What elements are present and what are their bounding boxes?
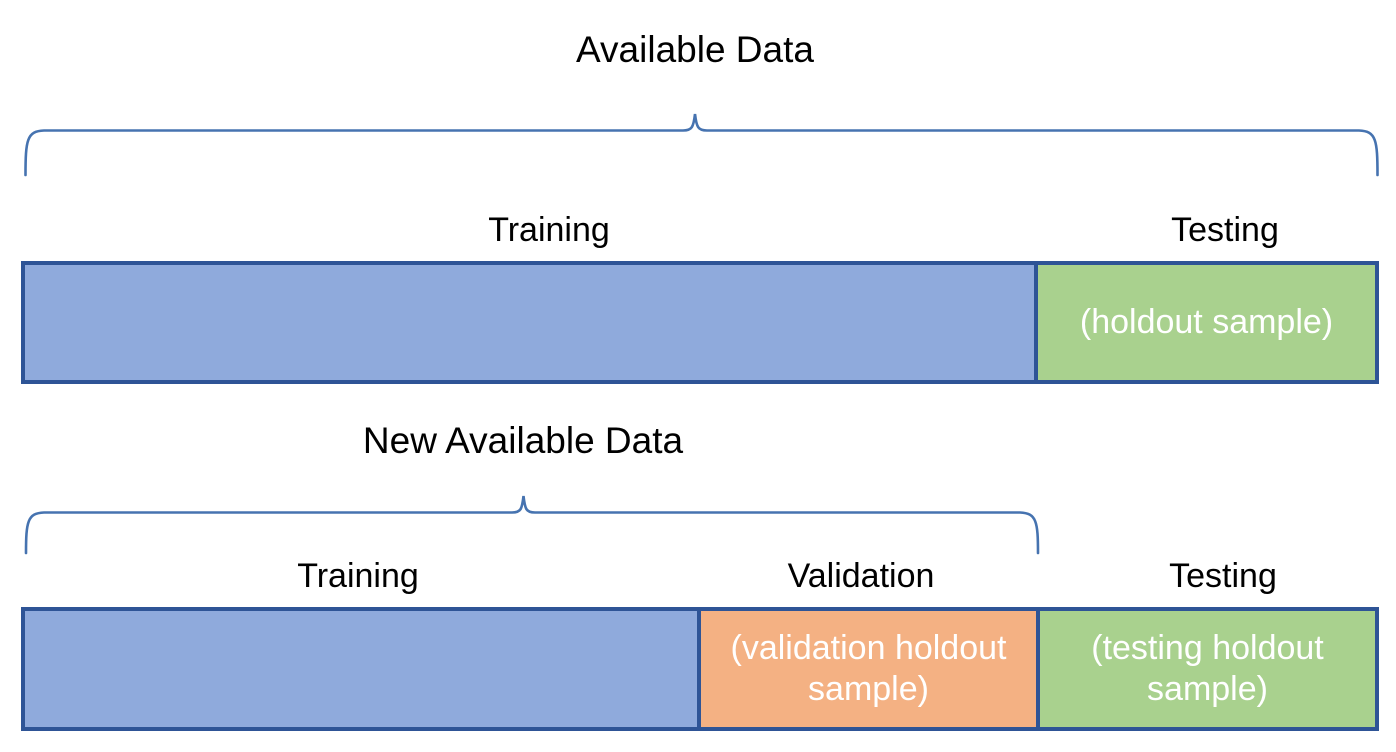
segment-validation-row2-label: (validation holdout sample) xyxy=(730,628,1007,708)
segment-testing-row2-label: (testing holdout sample) xyxy=(1091,628,1324,708)
segment-training-row2[interactable] xyxy=(21,607,701,731)
data-split-bar-row2: (validation holdout sample) (testing hol… xyxy=(21,607,1379,731)
segment-testing-row1[interactable]: (holdout sample) xyxy=(1034,261,1379,384)
new-available-data-title: New Available Data xyxy=(362,420,684,461)
available-data-title: Available Data xyxy=(576,29,814,70)
segment-testing-row1-label: (holdout sample) xyxy=(1079,302,1334,341)
caption-training-row1: Training xyxy=(488,211,610,249)
caption-training-row2: Training xyxy=(297,557,419,595)
data-split-bar-row1: (holdout sample) xyxy=(21,261,1379,384)
brace-available-data xyxy=(24,113,1379,177)
brace-new-available-data xyxy=(24,495,1040,555)
caption-validation-row2: Validation xyxy=(787,557,935,595)
caption-testing-row1: Testing xyxy=(1171,211,1279,249)
segment-validation-row2[interactable]: (validation holdout sample) xyxy=(697,607,1040,731)
segment-testing-row2[interactable]: (testing holdout sample) xyxy=(1036,607,1379,731)
caption-testing-row2: Testing xyxy=(1169,557,1277,595)
segment-training-row1[interactable] xyxy=(21,261,1038,384)
